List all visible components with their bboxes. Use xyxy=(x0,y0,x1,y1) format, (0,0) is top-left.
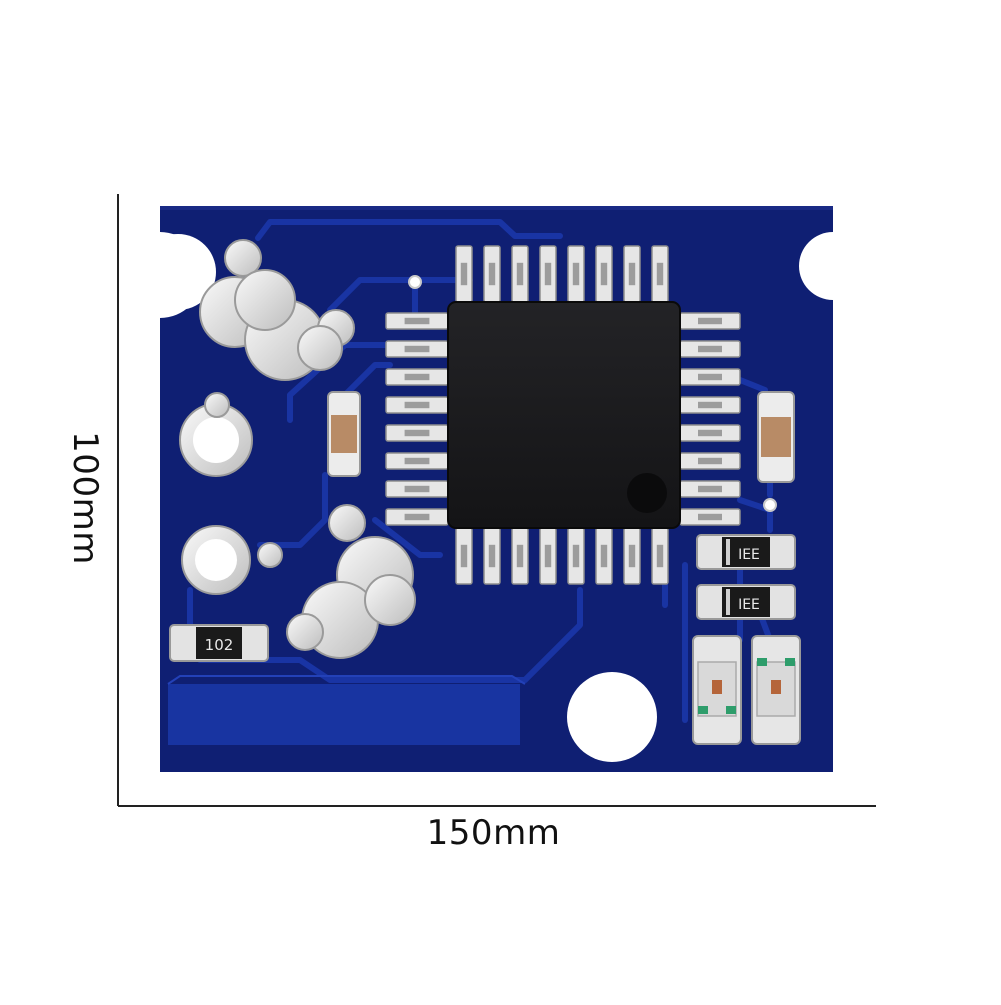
chip-pin-core xyxy=(544,262,552,286)
chip-pin-core xyxy=(698,401,722,409)
height-dimension-label: 100mm xyxy=(65,431,105,565)
chip-pin-core xyxy=(488,544,496,568)
solder-pad-bottom-center xyxy=(286,504,416,659)
ring-pad-middle xyxy=(179,392,253,477)
resistor-102: 102 xyxy=(169,624,269,662)
chip-pin-core xyxy=(600,544,608,568)
chip-pin-core xyxy=(572,262,580,286)
chip-pin-core xyxy=(544,544,552,568)
chip-pin1-marker xyxy=(627,473,667,513)
diode-upper: IEE xyxy=(696,534,796,570)
chip-pin-core xyxy=(488,262,496,286)
diode-lower: IEE xyxy=(696,584,796,620)
capacitor-left xyxy=(327,391,361,477)
resistor-label: 102 xyxy=(205,636,234,654)
chip-pin-core xyxy=(698,513,722,521)
qfp-chip xyxy=(385,245,741,585)
capacitor-right xyxy=(757,391,795,483)
vias xyxy=(408,275,777,512)
chip-pin-core xyxy=(404,317,430,325)
led-left xyxy=(692,635,742,745)
chip-pin-core xyxy=(404,401,430,409)
chip-pin-core xyxy=(404,485,430,493)
mounting-hole-left xyxy=(140,234,216,310)
chip-pin-core xyxy=(460,262,468,286)
chip-pin-core xyxy=(698,485,722,493)
chip-pin-core xyxy=(460,544,468,568)
ring-pad-lower xyxy=(181,525,283,595)
diode-label: IEE xyxy=(738,597,760,613)
chip-pin-core xyxy=(404,429,430,437)
chip-pin-core xyxy=(404,345,430,353)
diode-label: IEE xyxy=(738,547,760,563)
solder-pad-top-left xyxy=(199,239,355,381)
chip-pin-core xyxy=(698,345,722,353)
chip-pin-core xyxy=(628,544,636,568)
width-dimension-label: 150mm xyxy=(426,813,561,853)
chip-pin-core xyxy=(698,429,722,437)
chip-pin-core xyxy=(698,457,722,465)
chip-pin-core xyxy=(404,373,430,381)
chip-pin-core xyxy=(698,317,722,325)
chip-pin-core xyxy=(516,262,524,286)
chip-pin-core xyxy=(698,373,722,381)
chip-pin-core xyxy=(628,262,636,286)
chip-pin-core xyxy=(656,544,664,568)
chip-pin-core xyxy=(600,262,608,286)
mounting-hole-bottom xyxy=(567,672,657,762)
chip-pin-core xyxy=(572,544,580,568)
chip-pin-core xyxy=(656,262,664,286)
led-right xyxy=(751,635,801,745)
chip-pin-core xyxy=(516,544,524,568)
chip-pin-core xyxy=(404,457,430,465)
chip-pin-core xyxy=(404,513,430,521)
